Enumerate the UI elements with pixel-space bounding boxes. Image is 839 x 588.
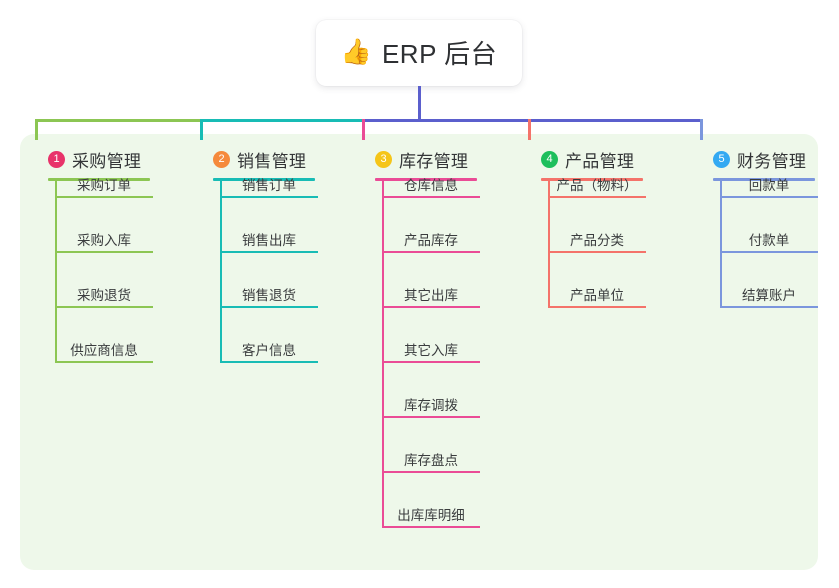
leaf-label: 销售订单 (242, 177, 296, 193)
branch-header-产品管理[interactable]: 4 产品管理 (521, 146, 681, 172)
branch-column-产品管理: 4 产品管理产品（物料） 产品分类产品单位 (521, 146, 681, 308)
leaf-node[interactable]: 其它入库 (382, 343, 480, 363)
branch-underline (48, 178, 150, 181)
connector-drop-2 (200, 119, 203, 140)
leaf-node[interactable]: 库存盘点 (382, 453, 480, 473)
leaf-node[interactable]: 出库库明细 (382, 508, 480, 528)
branch-title-label: 财务管理 (737, 151, 807, 171)
leaf-label: 库存盘点 (404, 452, 458, 468)
leaf-label: 销售退货 (242, 287, 296, 303)
root-stem-line (418, 86, 421, 122)
leaf-node[interactable]: 结算账户 (720, 288, 818, 308)
leaf-label: 其它出库 (404, 287, 458, 303)
leaf-node[interactable]: 仓库信息 (382, 178, 480, 198)
thumbs-up-icon: 👍 (340, 37, 372, 66)
branch-spine-line (720, 181, 722, 308)
leaf-label: 客户信息 (242, 342, 296, 358)
leaf-node[interactable]: 产品（物料） (548, 178, 646, 198)
leaf-label: 采购订单 (77, 177, 131, 193)
leaf-node[interactable]: 产品单位 (548, 288, 646, 308)
branch-number-badge: 4 (541, 150, 558, 168)
connector-drop-3 (362, 119, 365, 140)
leaf-node[interactable]: 采购退货 (55, 288, 153, 308)
connector-drop-5 (700, 119, 703, 140)
leaf-node[interactable]: 产品库存 (382, 233, 480, 253)
branch-header-财务管理[interactable]: 5 财务管理 (693, 146, 839, 172)
branch-spine-line (382, 181, 384, 528)
connector-drop-1 (35, 119, 38, 140)
leaf-label: 采购退货 (77, 287, 131, 303)
branch-column-采购管理: 1 采购管理采购订单采购入库采购退货供应商信息 (28, 146, 188, 363)
branch-header-销售管理[interactable]: 2 销售管理 (193, 146, 353, 172)
leaf-label: 仓库信息 (404, 177, 458, 193)
connector-drop-4 (528, 119, 531, 140)
leaf-label: 结算账户 (742, 287, 796, 303)
leaf-node[interactable]: 库存调拨 (382, 398, 480, 418)
leaf-node[interactable]: 付款单 (720, 233, 818, 253)
root-node[interactable]: 👍 ERP 后台 (316, 20, 522, 86)
branch-title-label: 采购管理 (72, 151, 142, 171)
leaf-label: 库存调拨 (404, 397, 458, 413)
leaf-label: 产品（物料） (556, 177, 638, 193)
leaf-label: 销售出库 (242, 232, 296, 248)
leaf-node[interactable]: 采购入库 (55, 233, 153, 253)
leaf-label: 回款单 (748, 177, 790, 193)
connector-bar-segment-1 (35, 119, 203, 122)
branch-column-财务管理: 5 财务管理回款单付款单结算账户 (693, 146, 839, 308)
branch-number-badge: 1 (48, 150, 65, 168)
branch-title-label: 销售管理 (237, 151, 307, 171)
connector-bar-segment-2 (200, 119, 365, 122)
branch-underline (213, 178, 315, 181)
branch-spine-line (548, 181, 550, 308)
branch-column-库存管理: 3 库存管理仓库信息产品库存其它出库其它入库库存调拨库存盘点出库库明细 (355, 146, 515, 528)
leaf-label: 产品分类 (570, 232, 624, 248)
leaf-node[interactable]: 销售退货 (220, 288, 318, 308)
branch-header-库存管理[interactable]: 3 库存管理 (355, 146, 515, 172)
leaf-node[interactable]: 销售出库 (220, 233, 318, 253)
leaf-node[interactable]: 供应商信息 (55, 343, 153, 363)
branch-header-采购管理[interactable]: 1 采购管理 (28, 146, 188, 172)
branch-title-label: 库存管理 (399, 151, 469, 171)
branch-number-badge: 5 (713, 150, 730, 168)
leaf-label: 产品单位 (570, 287, 624, 303)
leaf-label: 供应商信息 (70, 342, 138, 358)
branch-column-销售管理: 2 销售管理销售订单销售出库销售退货客户信息 (193, 146, 353, 363)
root-node-title: ERP 后台 (381, 38, 498, 69)
leaf-node[interactable]: 产品分类 (548, 233, 646, 253)
branch-underline (713, 178, 815, 181)
leaf-node[interactable]: 销售订单 (220, 178, 318, 198)
leaf-node[interactable]: 其它出库 (382, 288, 480, 308)
branch-spine-line (220, 181, 222, 363)
leaf-node[interactable]: 采购订单 (55, 178, 153, 198)
branch-underline (541, 178, 643, 181)
leaf-label: 付款单 (748, 232, 790, 248)
branch-underline (375, 178, 477, 181)
branch-number-badge: 2 (213, 150, 230, 168)
leaf-node[interactable]: 客户信息 (220, 343, 318, 363)
leaf-label: 其它入库 (404, 342, 458, 358)
root-node-content: 👍 ERP 后台 (341, 34, 497, 71)
branches-panel (20, 134, 818, 570)
branch-spine-line (55, 181, 57, 363)
branch-number-badge: 3 (375, 150, 392, 168)
leaf-node[interactable]: 回款单 (720, 178, 818, 198)
leaf-label: 采购入库 (77, 232, 131, 248)
connector-bar-segment-3 (362, 119, 703, 122)
leaf-label: 出库库明细 (397, 507, 465, 523)
leaf-label: 产品库存 (404, 232, 458, 248)
branch-title-label: 产品管理 (565, 151, 635, 171)
